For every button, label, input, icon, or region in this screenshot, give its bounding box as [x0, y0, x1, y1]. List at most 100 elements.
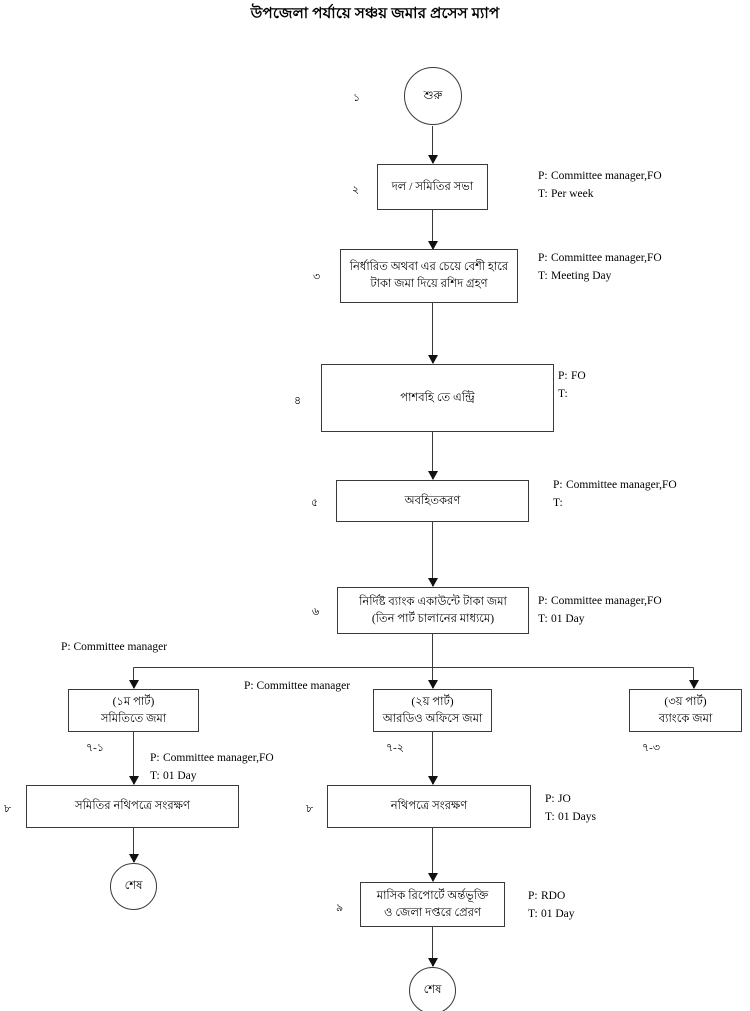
annotation-s6-p-value: Committee manager,FO — [551, 595, 662, 607]
annotation-s4-t-key: T: — [558, 387, 568, 400]
annotation-s6-t-key: T: — [538, 612, 548, 625]
annotation-s9-t-key: T: — [528, 907, 538, 920]
annotation-s8-left: P:Committee manager,FO T:01 Day — [150, 750, 274, 786]
annotation-s4-p-key: P: — [558, 370, 568, 382]
node-s9[interactable]: মাসিক রিপোর্টে অর্ন্তভূক্তি ও জেলা দপ্তর… — [360, 882, 505, 927]
node-s7-1-line-2: সমিতিতে জমা — [100, 712, 167, 725]
annotation-s6-t-row: T:01 Day — [538, 611, 662, 629]
annotation-s2-p-value: Committee manager,FO — [551, 170, 662, 182]
node-s4[interactable]: পাশবহি তে এন্ট্রি — [321, 364, 554, 432]
step-number-2: ২ — [352, 184, 360, 196]
node-s6-line-2: (তিন পার্ট চালানের মাধ্যমে) — [371, 612, 495, 625]
node-s7-3[interactable]: (৩য় পার্ট) ব্যাংকে জমা — [629, 689, 742, 732]
node-s5[interactable]: অবহিতকরণ — [336, 480, 529, 522]
arrowhead-to-s8-left — [128, 776, 139, 785]
node-s7-2-line-1: (২য় পার্ট) — [411, 695, 454, 708]
arrowhead-to-s7-3 — [688, 680, 699, 689]
step-number-1: ১ — [353, 92, 361, 104]
step-number-7-1: ৭-১ — [86, 742, 104, 754]
node-s8-left[interactable]: সমিতির নথিপত্রে সংরক্ষণ — [26, 785, 239, 828]
node-s7-1[interactable]: (১ম পার্ট) সমিতিতে জমা — [68, 689, 199, 732]
node-s9-line-1: মাসিক রিপোর্টে অর্ন্তভূক্তি — [376, 889, 489, 902]
arrowhead-to-s3 — [427, 241, 438, 250]
branch-note-left: P: Committee manager — [60, 641, 169, 653]
annotation-s6: P:Committee manager,FO T:01 Day — [538, 593, 662, 629]
arrowhead-to-s7-2 — [427, 680, 438, 689]
annotation-s8-left-t-key: T: — [150, 769, 160, 782]
arrowhead-to-s2 — [427, 155, 438, 164]
arrowhead-to-s6 — [427, 578, 438, 587]
annotation-s3: P:Committee manager,FO T:Meeting Day — [538, 250, 662, 286]
annotation-s8-mid-t-key: T: — [545, 810, 555, 823]
annotation-s3-t-row: T:Meeting Day — [538, 268, 662, 286]
annotation-s8-left-p-key: P: — [150, 752, 160, 764]
node-s7-2-line-2: আরডিও অফিসে জমা — [382, 712, 483, 725]
annotation-s9-t-row: T:01 Day — [528, 906, 575, 924]
annotation-s3-t-key: T: — [538, 269, 548, 282]
annotation-s8-mid-t-value: 01 Days — [558, 810, 597, 823]
node-s8-mid[interactable]: নথিপত্রে সংরক্ষণ — [327, 785, 531, 828]
arrowhead-to-s9 — [427, 873, 438, 882]
arrowhead-to-s4 — [427, 355, 438, 364]
node-s2-line-1: দল / সমিতির সভা — [391, 180, 474, 193]
node-s3-line-1: নির্ধারিত অথবা এর চেয়ে বেশী হারে — [349, 261, 509, 274]
node-s4-line-1: পাশবহি তে এন্ট্রি — [400, 391, 475, 404]
annotation-s3-p-row: P:Committee manager,FO — [538, 250, 662, 268]
step-number-7-2: ৭-২ — [386, 742, 404, 754]
annotation-s9-p-key: P: — [528, 890, 538, 902]
node-s7-3-line-2: ব্যাংকে জমা — [658, 712, 713, 725]
node-s7-3-line-1: (৩য় পার্ট) — [664, 695, 707, 708]
node-start[interactable]: শুরু — [404, 67, 462, 125]
page-title: উপজেলা পর্যায়ে সঞ্চয় জমার প্রসেস ম্যাপ — [250, 6, 500, 22]
annotation-s5-p-value: Committee manager,FO — [566, 479, 677, 491]
annotation-s4-t-row: T: — [558, 386, 586, 404]
node-s2[interactable]: দল / সমিতির সভা — [377, 164, 488, 210]
annotation-s2-p-key: P: — [538, 170, 548, 182]
annotation-s8-left-t-value: 01 Day — [163, 769, 197, 782]
annotation-s2-p-row: P:Committee manager,FO — [538, 168, 662, 186]
step-number-8-mid: ৮ — [306, 803, 314, 815]
node-end-mid[interactable]: শেষ — [409, 967, 456, 1011]
node-s5-line-1: অবহিতকরণ — [404, 494, 461, 507]
annotation-s5-t-row: T: — [553, 495, 677, 513]
node-s7-2[interactable]: (২য় পার্ট) আরডিও অফিসে জমা — [373, 689, 492, 732]
arrowhead-to-s5 — [427, 471, 438, 480]
annotation-s8-mid: P:JO T:01 Days — [545, 791, 596, 827]
annotation-s3-p-value: Committee manager,FO — [551, 252, 662, 264]
annotation-s8-left-p-value: Committee manager,FO — [163, 752, 274, 764]
annotation-s6-t-value: 01 Day — [551, 612, 585, 625]
node-s8-left-line-1: সমিতির নথিপত্রে সংরক্ষণ — [75, 800, 190, 813]
step-number-4: ৪ — [294, 395, 302, 407]
node-s3-line-2: টাকা জমা দিয়ে রশিদ গ্রহণ — [370, 278, 488, 290]
node-s6[interactable]: নির্দিষ্ট ব্যাংক একাউন্টে টাকা জমা (তিন … — [337, 587, 529, 634]
annotation-s2-t-value: Per week — [551, 187, 594, 200]
annotation-s6-p-row: P:Committee manager,FO — [538, 593, 662, 611]
node-s6-line-1: নির্দিষ্ট ব্যাংক একাউন্টে টাকা জমা — [359, 595, 507, 608]
step-number-7-3: ৭-৩ — [642, 742, 660, 754]
step-number-8-left: ৮ — [4, 803, 12, 815]
step-number-3: ৩ — [313, 271, 321, 283]
annotation-s8-mid-p-row: P:JO — [545, 791, 596, 809]
annotation-s2-t-key: T: — [538, 187, 548, 200]
annotation-s8-left-t-row: T:01 Day — [150, 768, 274, 786]
node-s9-line-2: ও জেলা দপ্তরে প্রেরণ — [384, 906, 481, 919]
node-s7-1-line-1: (১ম পার্ট) — [112, 695, 155, 708]
annotation-s9-p-row: P:RDO — [528, 888, 575, 906]
annotation-s8-mid-p-value: JO — [558, 793, 571, 805]
annotation-s5-t-key: T: — [553, 496, 563, 509]
annotation-s4-p-value: FO — [571, 370, 586, 382]
node-s3[interactable]: নির্ধারিত অথবা এর চেয়ে বেশী হারে টাকা জ… — [340, 249, 518, 303]
annotation-s5-p-row: P:Committee manager,FO — [553, 477, 677, 495]
annotation-s3-p-key: P: — [538, 252, 548, 264]
step-number-6: ৬ — [312, 606, 320, 618]
annotation-s5-p-key: P: — [553, 479, 563, 491]
branch-note-mid: P: Committee manager — [243, 680, 352, 692]
annotation-s9: P:RDO T:01 Day — [528, 888, 575, 924]
annotation-s8-mid-p-key: P: — [545, 793, 555, 805]
annotation-s6-p-key: P: — [538, 595, 548, 607]
node-end-left[interactable]: শেষ — [110, 863, 157, 910]
annotation-s3-t-value: Meeting Day — [551, 269, 612, 282]
annotation-s9-t-value: 01 Day — [541, 907, 575, 920]
node-start-label: শুরু — [423, 89, 443, 102]
